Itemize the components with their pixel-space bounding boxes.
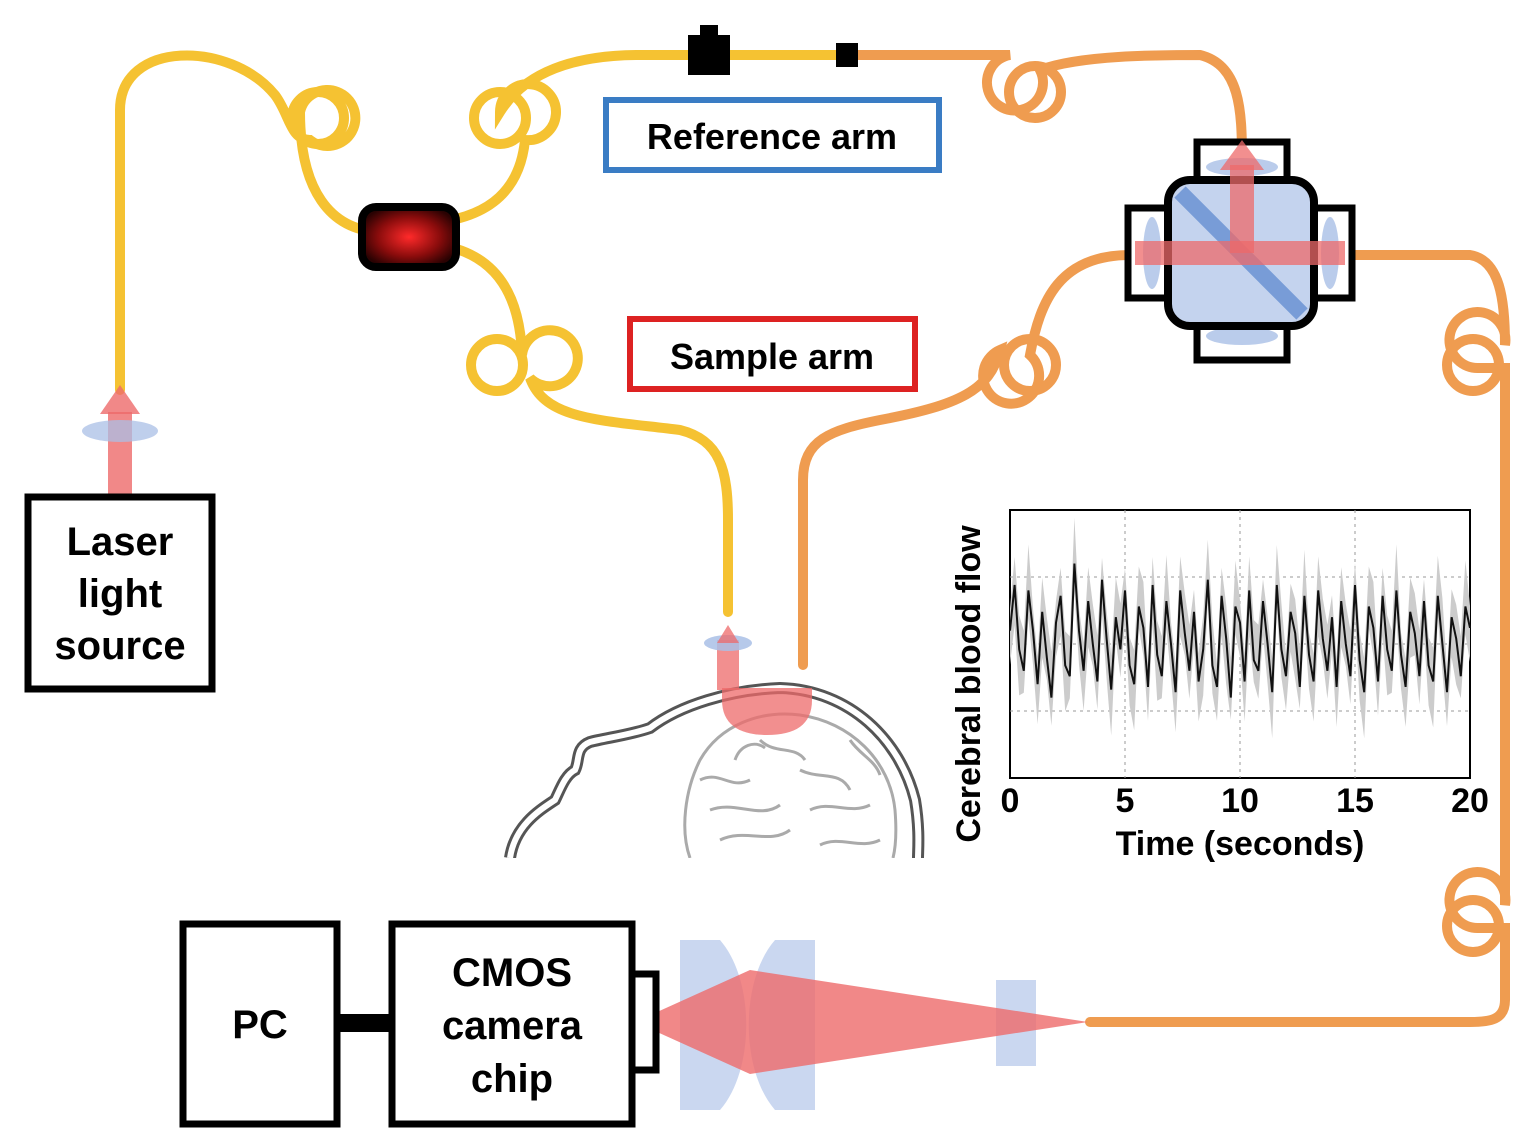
pc-label: PC <box>232 1003 288 1047</box>
collimator-lens <box>82 420 158 442</box>
reference-arm-label: Reference arm <box>647 116 897 157</box>
fiber-loop <box>1004 61 1066 123</box>
reference-fiber-yellow <box>435 50 855 227</box>
camera-label-line3: chip <box>471 1057 553 1101</box>
fiber-loop <box>469 87 531 149</box>
camera-box: CMOS camera chip <box>388 920 660 1128</box>
fiber-loops <box>287 61 1504 957</box>
detection-optics <box>635 940 1088 1110</box>
fiber-loop <box>466 334 528 396</box>
chart-x-tick-label: 5 <box>1116 782 1135 820</box>
brain-outline <box>683 712 898 859</box>
pc-box: PC <box>179 920 341 1128</box>
fiber-coupler <box>358 203 460 271</box>
fiber-loop <box>1442 895 1504 957</box>
camera-pc-cable <box>336 1014 394 1032</box>
fiber-loop <box>999 334 1061 396</box>
reference-fiber-orange <box>845 49 1247 165</box>
laser-beam <box>82 385 158 497</box>
chart-x-axis-label: Time (seconds) <box>1116 825 1365 863</box>
reference-arm-label-box: Reference arm <box>603 97 942 173</box>
chart-x-ticks: 0 5 10 15 20 <box>1001 782 1489 820</box>
camera-label-line1: CMOS <box>452 951 572 995</box>
laser-label-line2: light <box>78 572 162 616</box>
head-illustration <box>504 625 925 860</box>
chart-x-tick-label: 15 <box>1336 782 1374 820</box>
polarization-controller-top <box>700 25 718 37</box>
illumination-spot <box>722 688 812 735</box>
laser-label-line3: source <box>54 624 185 668</box>
sample-arm-label-box: Sample arm <box>627 316 918 392</box>
fiber-loop <box>1442 334 1504 396</box>
beam-splitter <box>1124 138 1356 364</box>
sample-fiber <box>435 240 733 617</box>
laser-label-line1: Laser <box>67 520 174 564</box>
laser-source-box: Laser light source <box>24 493 216 693</box>
camera-label-line2: camera <box>442 1004 583 1048</box>
polarization-controller <box>688 35 730 75</box>
chart-y-axis-label: Cerebral blood flow <box>950 525 988 843</box>
sample-arm-label: Sample arm <box>670 336 874 377</box>
fiber-connector <box>836 43 858 67</box>
cbf-chart: 0 5 10 15 20 Time (seconds) Cerebral blood f… <box>950 509 1489 863</box>
chart-mean-line <box>1009 563 1471 698</box>
chart-x-tick-label: 0 <box>1001 782 1020 820</box>
chart-x-tick-label: 10 <box>1221 782 1259 820</box>
detection-beam <box>635 970 1088 1074</box>
camera-fiber <box>1085 250 1511 1027</box>
fiber-loop <box>287 87 349 149</box>
chart-x-tick-label: 20 <box>1451 782 1489 820</box>
